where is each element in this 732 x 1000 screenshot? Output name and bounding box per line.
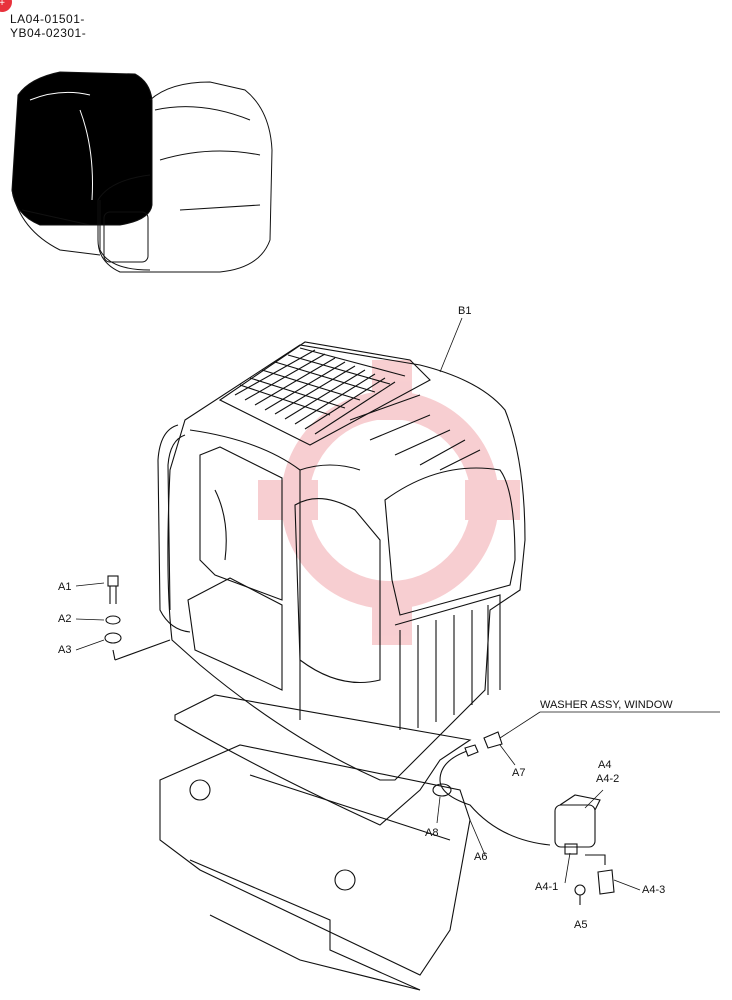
callout-A4: A4 — [598, 759, 611, 771]
callout-A2: A2 — [58, 613, 71, 625]
washer-tank — [554, 804, 596, 848]
callout-B1: B1 — [458, 305, 471, 317]
roof-guard-grid — [234, 347, 406, 435]
callout-A7: A7 — [512, 767, 525, 779]
nozzle-A7 — [483, 731, 503, 749]
callout-washer-assy: WASHER ASSY, WINDOW — [540, 699, 673, 711]
callout-A5: A5 — [574, 919, 587, 931]
callout-A8: A8 — [425, 827, 438, 839]
washer-A3 — [104, 632, 122, 644]
washer-assembly-parts — [104, 575, 615, 905]
callout-A3: A3 — [58, 644, 71, 656]
bolt-A5 — [574, 884, 586, 896]
callout-A4-3: A4-3 — [642, 884, 665, 896]
washer-hose — [439, 749, 551, 846]
serial-range-1: LA04-01501- — [10, 12, 85, 26]
callout-A4-2: A4-2 — [596, 773, 619, 785]
machine-overview-thumbnail — [11, 71, 273, 273]
washer-A2 — [105, 615, 121, 625]
base-frame — [159, 744, 471, 976]
watermark-logo — [258, 360, 520, 645]
door-window — [294, 498, 381, 683]
front-lower-window — [187, 577, 283, 691]
callout-A1: A1 — [58, 581, 71, 593]
bracket-A4-3 — [597, 869, 615, 895]
serial-range-2: YB04-02301- — [10, 26, 87, 40]
bolt-A1 — [107, 575, 119, 587]
cab-assembly — [157, 341, 526, 991]
callout-A4-1: A4-1 — [535, 881, 558, 893]
leader-lines — [75, 317, 720, 891]
corner-badge: + — [0, 0, 12, 12]
callout-A6: A6 — [474, 851, 487, 863]
side-window — [384, 467, 516, 616]
front-upper-window — [199, 446, 283, 601]
floor-plate — [174, 694, 472, 826]
